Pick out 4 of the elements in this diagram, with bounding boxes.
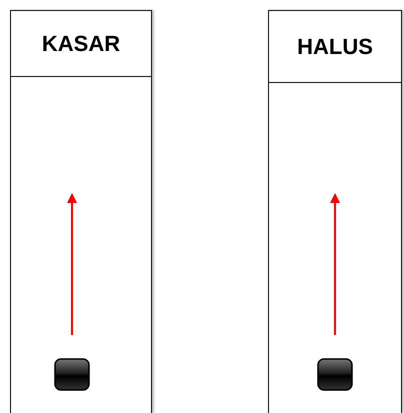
panel-heading: KASAR <box>11 11 151 77</box>
slider-panel <box>10 10 152 413</box>
panel-heading: HALUS <box>269 11 401 83</box>
slider-panel <box>268 10 402 413</box>
